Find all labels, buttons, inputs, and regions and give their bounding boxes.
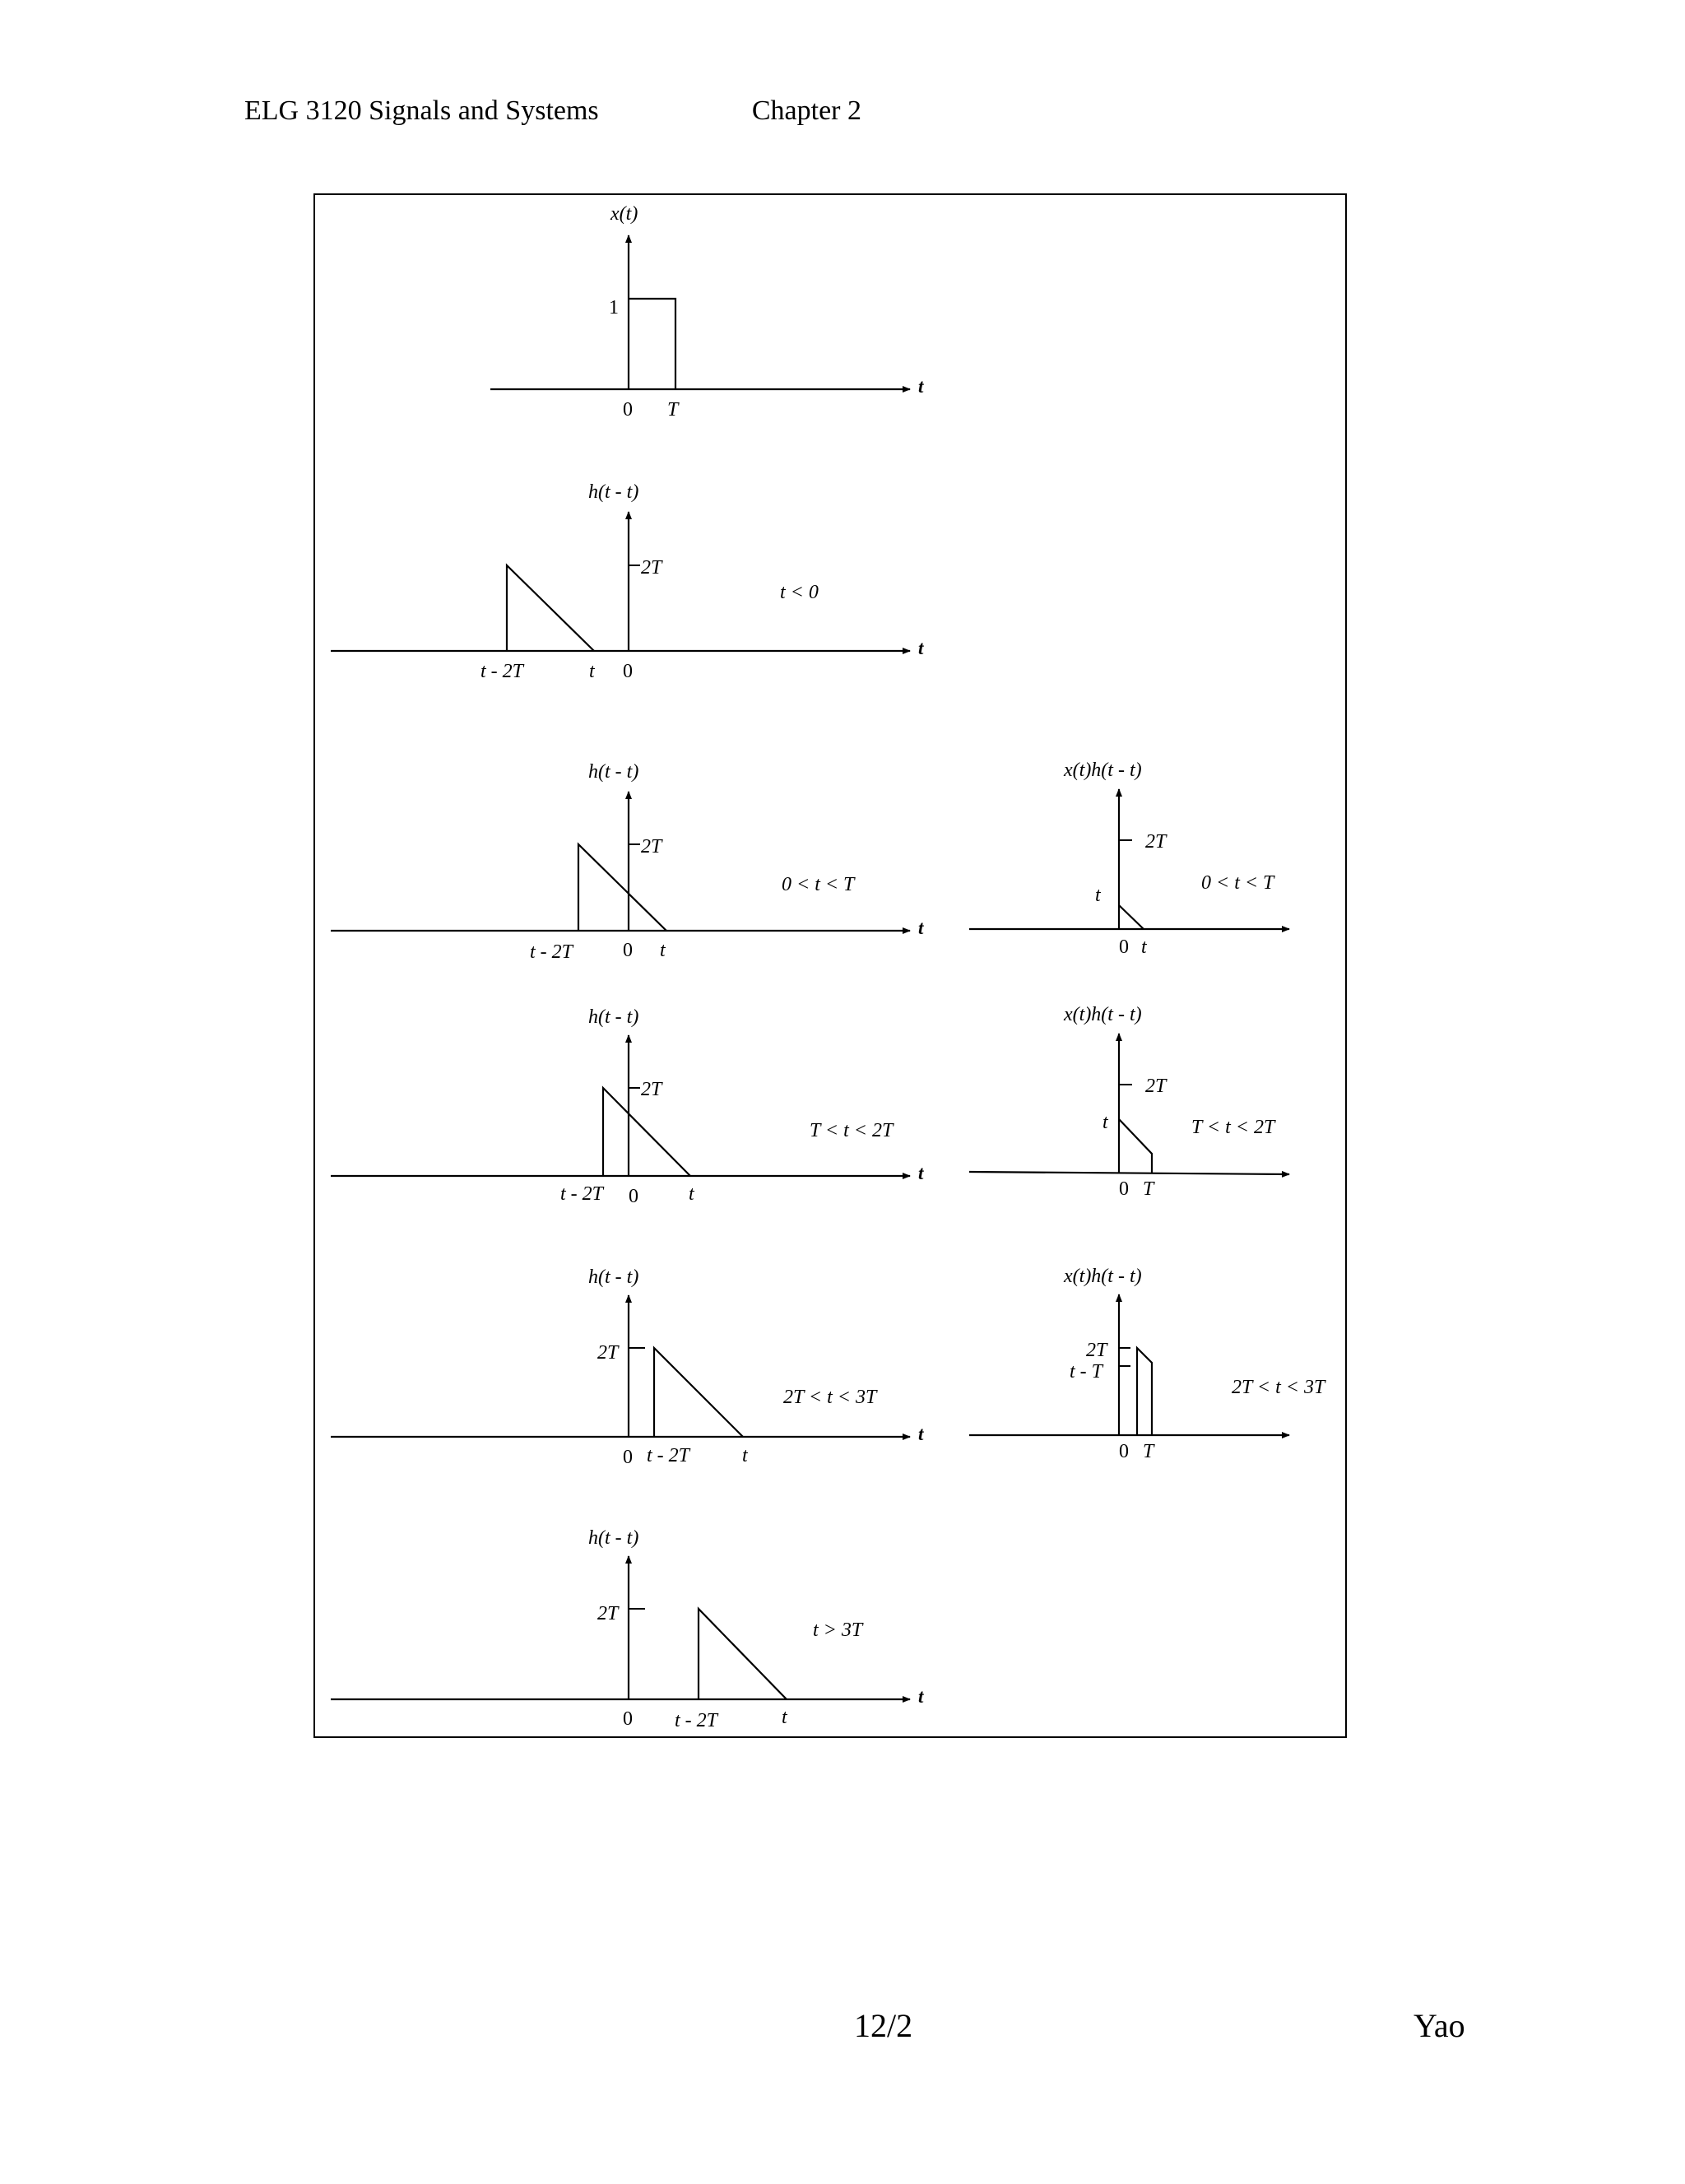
tick-label-0: 0 xyxy=(623,661,633,682)
tick-label-0: 0 xyxy=(623,1708,633,1730)
tick-label-t: t xyxy=(689,1183,695,1205)
y-axis-label: h(t - t) xyxy=(588,481,638,503)
tick-label-0: 0 xyxy=(623,399,633,421)
chapter-header: Chapter 2 xyxy=(751,95,861,126)
level-label: 2T xyxy=(641,1079,663,1100)
axis-name-tau: t xyxy=(918,918,924,938)
case-condition: t > 3T xyxy=(813,1619,864,1641)
level-label: 2T xyxy=(597,1342,620,1364)
tick-label-t-minus-2T: t - 2T xyxy=(647,1445,691,1466)
flipped-ramp xyxy=(601,1085,691,1177)
flipped-ramp xyxy=(697,1606,787,1700)
rect-pulse xyxy=(629,297,677,389)
tick-label-0: 0 xyxy=(629,1186,638,1207)
plot-h-case-2: h(t - t) 2T t - 2T 0 t 0 < t < T t xyxy=(331,761,924,963)
axis-name-tau: t xyxy=(918,1686,924,1707)
tick-label-t: t xyxy=(782,1707,788,1728)
axis-name-tau: t xyxy=(918,1163,924,1183)
y-axis-label: h(t - t) xyxy=(588,1527,638,1549)
side-label-t: t xyxy=(1102,1112,1109,1133)
x-axis xyxy=(968,1170,1290,1178)
tick-label-t-minus-2T: t - 2T xyxy=(560,1183,605,1205)
flipped-ramp xyxy=(652,1345,744,1438)
course-header: ELG 3120 Signals and Systems xyxy=(244,95,599,126)
case-condition: t < 0 xyxy=(780,582,819,603)
plot-product-case-3: x(t)h(t - t) 2T t - T 0 T 2T < t < 3T xyxy=(969,1266,1326,1462)
tick-label-t-minus-2T: t - 2T xyxy=(530,941,574,963)
product-ramp xyxy=(1118,904,1144,930)
level-label: 1 xyxy=(609,297,619,318)
level-label: 2T xyxy=(1086,1340,1108,1361)
level-label: 2T xyxy=(641,836,663,857)
y-axis-label: x(t)h(t - t) xyxy=(1063,1004,1142,1025)
y-axis-label: x(t) xyxy=(610,203,638,225)
tick-label-0: 0 xyxy=(1119,1178,1129,1200)
tick-label-t: t xyxy=(742,1445,749,1466)
figure-frame xyxy=(313,193,1347,1738)
case-condition: T < t < 2T xyxy=(810,1120,894,1141)
y-axis-label: x(t)h(t - t) xyxy=(1063,1266,1142,1287)
plot-x-of-tau: x(t) 1 0 T t xyxy=(490,203,924,421)
tick-label-T: T xyxy=(1143,1178,1155,1200)
product-segment xyxy=(1135,1345,1154,1435)
y-axis-label: h(t - t) xyxy=(588,1266,638,1288)
flipped-ramp xyxy=(577,842,667,932)
level-label: 2T xyxy=(641,557,663,579)
tick-label-t-minus-2T: t - 2T xyxy=(480,661,525,682)
axis-name-tau: t xyxy=(918,376,924,397)
level-label: 2T xyxy=(597,1603,620,1624)
y-axis-label: h(t - t) xyxy=(588,761,638,783)
plot-h-case-5: h(t - t) 2T 0 t - 2T t t > 3T t xyxy=(331,1527,924,1731)
level-label: 2T xyxy=(1145,1076,1167,1097)
case-condition: T < t < 2T xyxy=(1191,1117,1276,1138)
case-condition: 0 < t < T xyxy=(1201,872,1275,894)
tick-label-0: 0 xyxy=(1119,1441,1129,1462)
plot-h-case-3: h(t - t) 2T t - 2T 0 t T < t < 2T t xyxy=(331,1006,924,1207)
plot-h-case-4: h(t - t) 2T 0 t - 2T t 2T < t < 3T t xyxy=(331,1266,924,1468)
tick-label-0: 0 xyxy=(1119,936,1129,958)
tick-label-0: 0 xyxy=(623,1447,633,1468)
page-number: 12/2 xyxy=(854,2007,913,2044)
plot-product-case-1: x(t)h(t - t) 2T t 0 t 0 < t < T xyxy=(969,760,1290,958)
author-name: Yao xyxy=(1413,2007,1465,2044)
product-ramp xyxy=(1118,1118,1154,1173)
y-axis-label: x(t)h(t - t) xyxy=(1063,760,1142,781)
tick-label-t-minus-2T: t - 2T xyxy=(675,1710,719,1731)
tick-label-t: t xyxy=(589,661,596,682)
case-condition: 2T < t < 3T xyxy=(1232,1377,1326,1398)
plot-product-case-2: x(t)h(t - t) 2T t 0 T T < t < 2T xyxy=(968,1004,1290,1200)
tick-label-t: t xyxy=(1141,936,1148,958)
y-axis-label: h(t - t) xyxy=(588,1006,638,1028)
plot-h-case-1: h(t - t) 2T t - 2T t 0 t < 0 t xyxy=(331,481,924,682)
case-condition: 0 < t < T xyxy=(782,874,856,895)
case-condition: 2T < t < 3T xyxy=(783,1387,878,1408)
level-label: 2T xyxy=(1145,831,1167,853)
tick-label-t: t xyxy=(660,940,666,961)
level2-label: t - T xyxy=(1070,1361,1104,1382)
axis-name-tau: t xyxy=(918,1424,924,1444)
side-label-t: t xyxy=(1095,885,1102,906)
flipped-ramp xyxy=(505,563,595,652)
tick-label-T: T xyxy=(667,399,680,421)
tick-label-T: T xyxy=(1143,1441,1155,1462)
tick-label-0: 0 xyxy=(623,940,633,961)
axis-name-tau: t xyxy=(918,638,924,658)
